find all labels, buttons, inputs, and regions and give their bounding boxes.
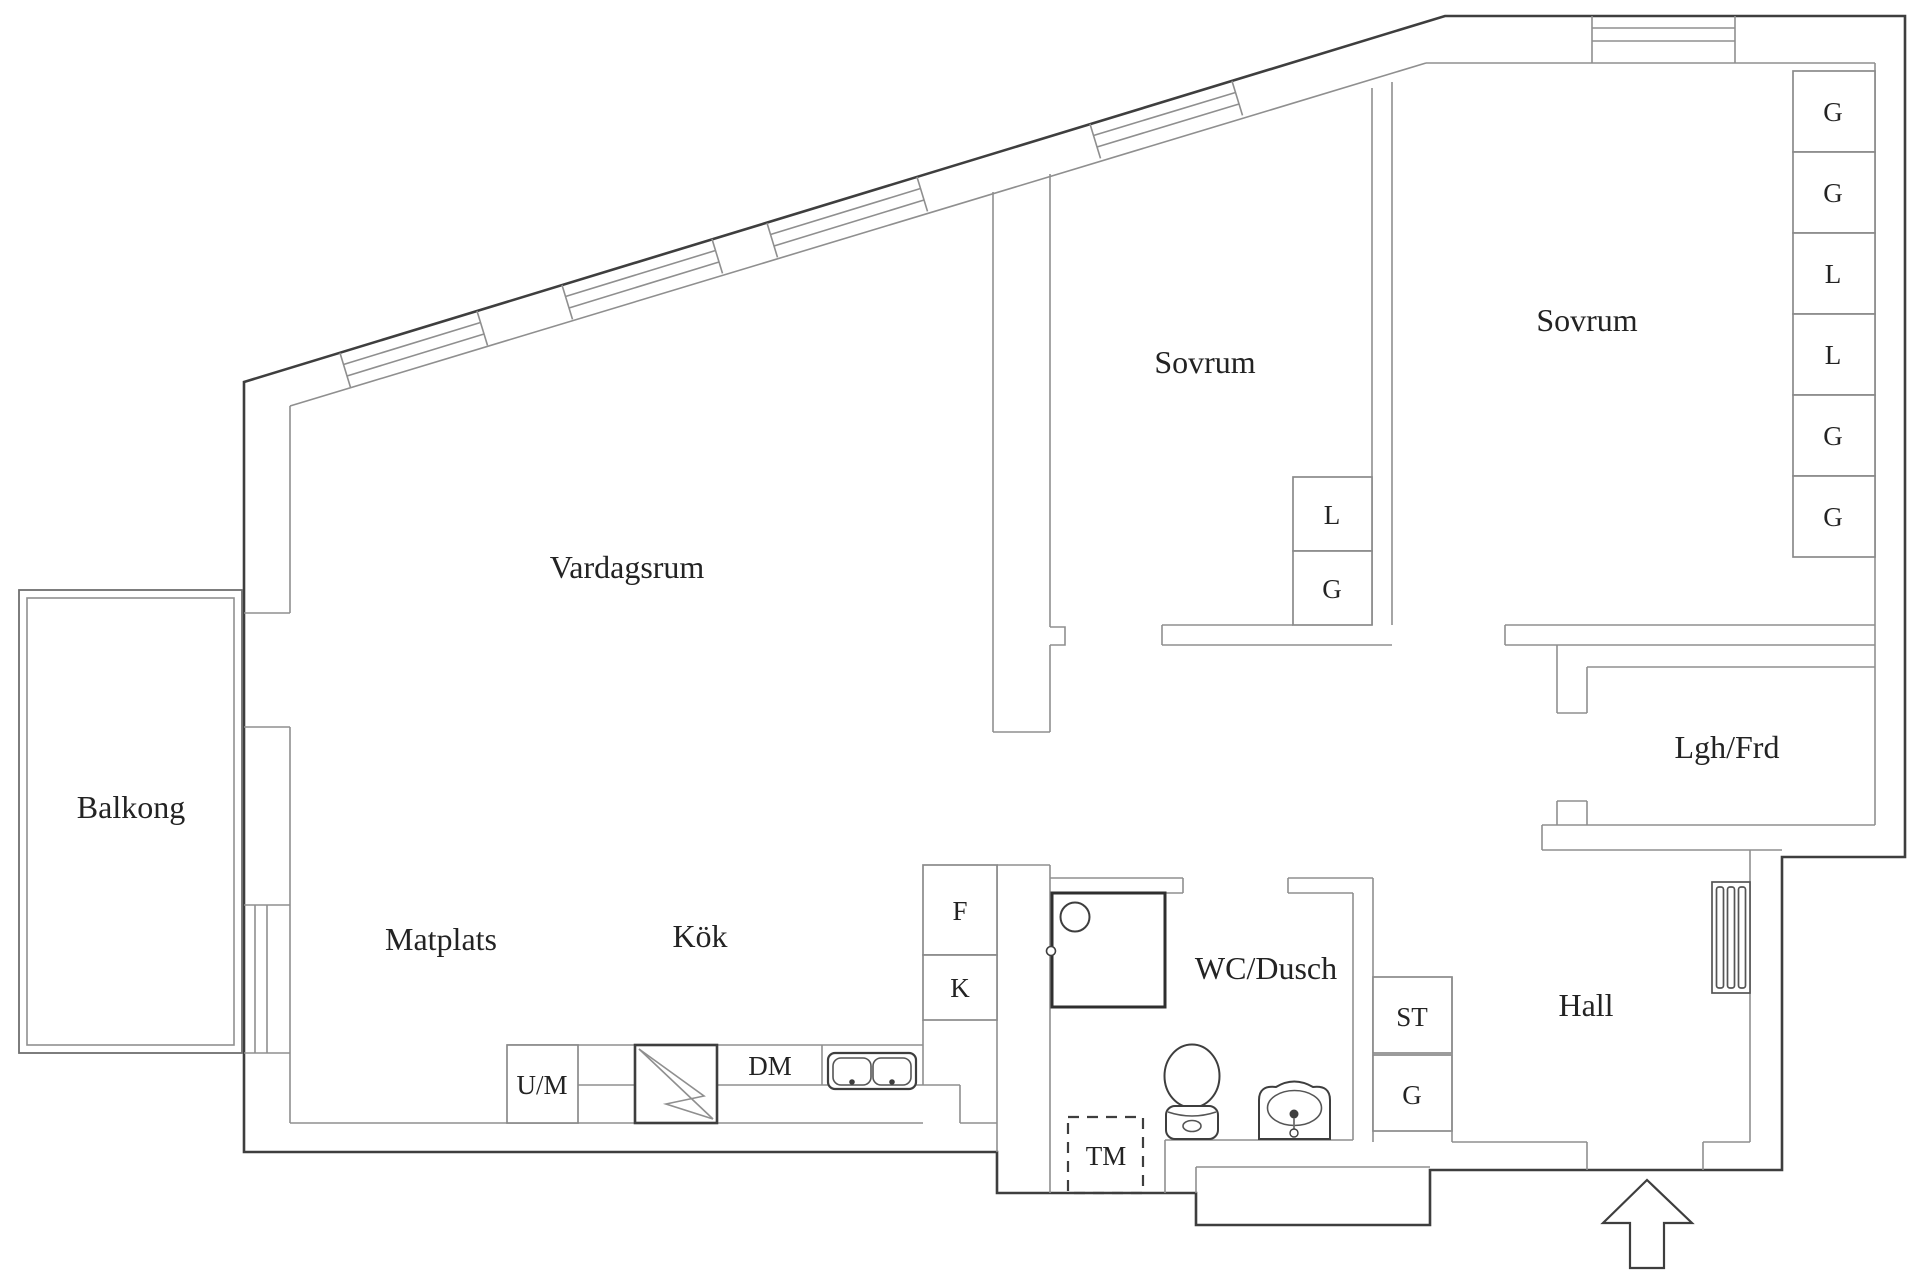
window-icon [766,176,929,258]
wall-bedroom-right-south [1504,624,1875,646]
hall-closets [1372,976,1453,1142]
wall-bedroom-separator [1371,82,1393,625]
appliance-label-um: U/M [516,1070,567,1100]
closet-label: L [1825,340,1842,370]
closet-g-box [1372,1054,1453,1132]
window-icon [339,310,489,388]
room-label-sovrum-mid: Sovrum [1154,344,1255,380]
entrance-arrow-icon [1600,1178,1695,1270]
appliance-label-k: K [950,973,970,1003]
closet-label: G [1823,502,1843,532]
room-label-kok: Kök [672,918,727,954]
closet-label: G [1823,178,1843,208]
appliance-label-f: F [952,896,967,926]
balcony [18,589,243,1054]
radiator-icon [1711,881,1751,994]
fridge-box [922,954,998,1021]
closet-label: G [1823,97,1843,127]
freezer-box [922,864,998,956]
appliance-label-dm: DM [748,1051,792,1081]
diagonal-windows [339,80,1244,388]
shower-icon [1045,891,1167,1009]
room-label-lgh-frd: Lgh/Frd [1675,729,1780,765]
window-icon [1591,16,1736,63]
closet-st-box [1372,976,1453,1054]
room-label-balkong: Balkong [77,789,185,825]
wall-bedroom-mid-south [1161,624,1392,646]
closet-label: G [1402,1080,1422,1110]
kitchen-sink-icon [826,1051,918,1091]
bedroom-mid-closet [1292,476,1373,626]
appliance-label-tm: TM [1086,1141,1127,1171]
closet-label: G [1322,574,1342,604]
window-icon [244,904,290,1054]
bathroom-sink-icon [1258,1080,1331,1140]
bedroom-right-closet-column [1792,70,1876,558]
window-icon [561,238,724,320]
outer-wall-outline [242,14,1907,1227]
room-label-hall: Hall [1558,987,1613,1023]
closet-label: L [1825,259,1842,289]
exterior-wall-inner-faces [244,62,1876,1193]
wall-storage-room [1541,645,1875,851]
room-label-vardagsrum: Vardagsrum [550,549,705,585]
stove-icon [633,1043,719,1125]
washing-machine-um-box [506,1044,579,1124]
wall-livingroom-bedroom [992,174,1066,733]
room-label-wc-dusch: WC/Dusch [1195,950,1337,986]
room-label-matplats: Matplats [385,921,497,957]
toilet-icon [1163,1043,1221,1140]
closet-label: ST [1396,1002,1428,1032]
room-label-sovrum-right: Sovrum [1536,302,1637,338]
closet-label: G [1823,421,1843,451]
window-icon [1089,80,1244,159]
closet-label: L [1324,500,1341,530]
